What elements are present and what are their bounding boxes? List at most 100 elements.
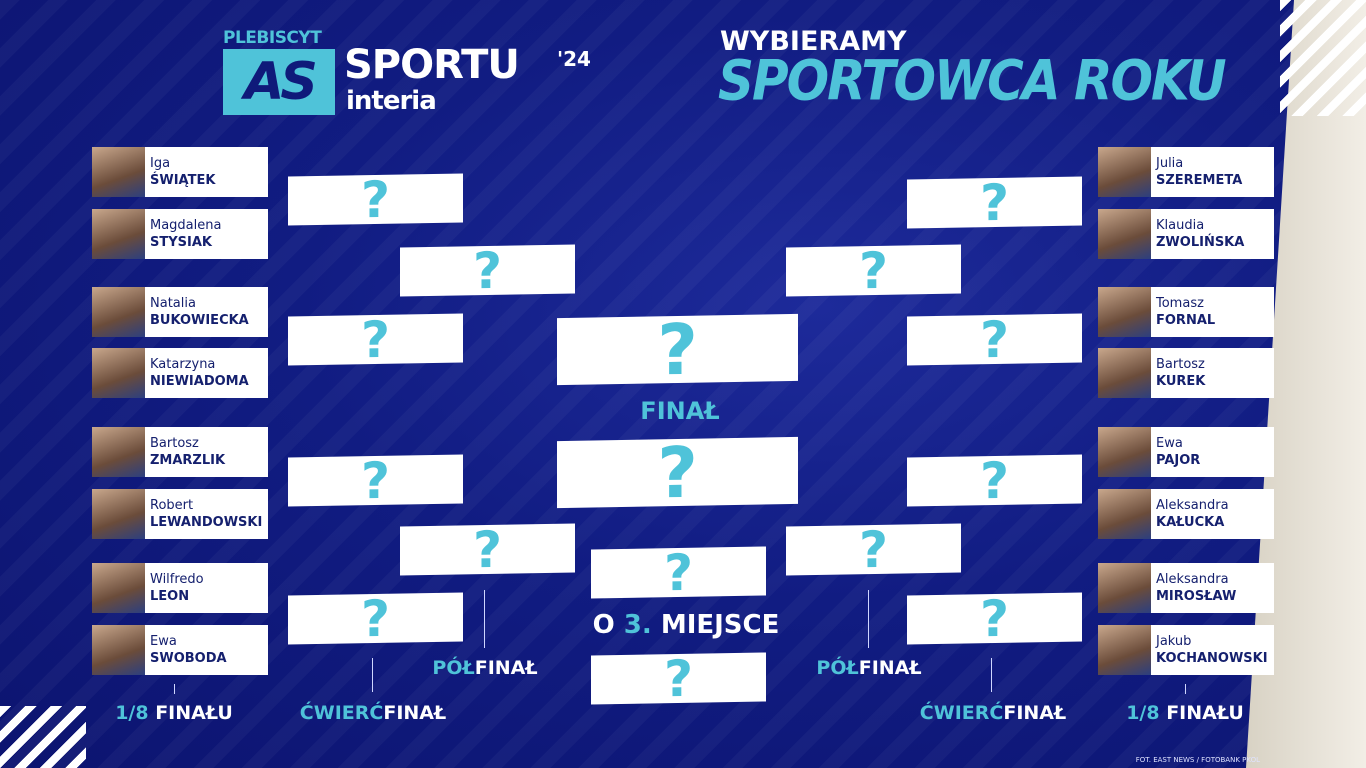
final-slot: ? [557,431,798,514]
player-last-name: ZWOLIŃSKA [1156,235,1245,250]
player-photo [1098,287,1151,337]
question-mark: ? [979,451,1009,510]
player-photo [1098,147,1151,197]
label-round-of-16-right: 1/8 FINAŁU [1126,702,1244,724]
connector [372,658,373,692]
player-last-name: NIEWIADOMA [150,374,249,389]
question-mark: ? [858,241,888,300]
quarterfinal-slot: ? [907,310,1082,369]
question-mark: ? [663,543,693,602]
logo-as: AS [223,49,335,115]
player-photo [1098,563,1151,613]
semifinal-slot: ? [786,520,961,579]
label-semifinal-left: PÓŁFINAŁ [432,657,538,679]
quarterfinal-slot: ? [288,589,463,648]
label-round-of-16-left: 1/8 FINAŁU [115,702,233,724]
quarterfinal-slot: ? [907,451,1082,510]
decorative-stripes [0,706,86,768]
player-first-name: Robert [150,498,194,513]
question-mark: ? [663,649,693,708]
final-slot: ? [557,308,798,391]
quarterfinal-slot: ? [288,451,463,510]
player-photo [92,287,145,337]
player-last-name: ZMARZLIK [150,453,226,468]
player-photo [92,427,145,477]
label-semifinal-right: PÓŁFINAŁ [816,657,922,679]
player-first-name: Tomasz [1156,296,1204,311]
player-photo [92,489,145,539]
player-photo [1098,625,1151,675]
header-title: SPORTOWCA ROKU [718,49,1227,113]
player-last-name: FORNAL [1156,313,1216,328]
connector [484,590,485,648]
player-last-name: LEON [150,589,190,604]
question-mark: ? [360,170,390,229]
logo-sportu: SPORTU [344,42,520,88]
player-photo [92,563,145,613]
player-first-name: Ewa [1156,436,1183,451]
question-mark: ? [360,310,390,369]
player-last-name: KOCHANOWSKI [1156,651,1268,666]
connector [174,684,175,694]
player-first-name: Ewa [150,634,177,649]
question-mark: ? [472,520,502,579]
semifinal-slot: ? [786,241,961,300]
logo-plebiscyt: PLEBISCYT [223,28,322,48]
player-last-name: STYSIAK [150,235,212,250]
player-last-name: LEWANDOWSKI [150,515,263,530]
semifinal-slot: ? [400,520,575,579]
question-mark: ? [360,451,390,510]
player-first-name: Natalia [150,296,196,311]
connector [1185,684,1186,694]
player-photo [92,209,145,259]
player-first-name: Katarzyna [150,357,216,372]
quarterfinal-slot: ? [288,310,463,369]
question-mark: ? [657,431,698,514]
semifinal-slot: ? [400,241,575,300]
label-third-place: O 3. MIEJSCE [592,610,780,640]
player-last-name: MIROSŁAW [1156,589,1237,604]
question-mark: ? [979,173,1009,232]
question-mark: ? [472,241,502,300]
player-photo [1098,427,1151,477]
player-photo [92,147,145,197]
player-photo [92,348,145,398]
player-first-name: Wilfredo [150,572,204,587]
player-first-name: Aleksandra [1156,498,1229,513]
player-first-name: Aleksandra [1156,572,1229,587]
question-mark: ? [657,308,698,391]
player-photo [1098,209,1151,259]
connector [991,658,992,692]
photo-credit: FOT. EAST NEWS / FOTOBANK PKOL [1135,756,1260,764]
player-photo [1098,348,1151,398]
player-last-name: SZEREMETA [1156,173,1243,188]
player-last-name: BUKOWIECKA [150,313,249,328]
player-first-name: Magdalena [150,218,222,233]
label-final: FINAŁ [640,397,720,425]
